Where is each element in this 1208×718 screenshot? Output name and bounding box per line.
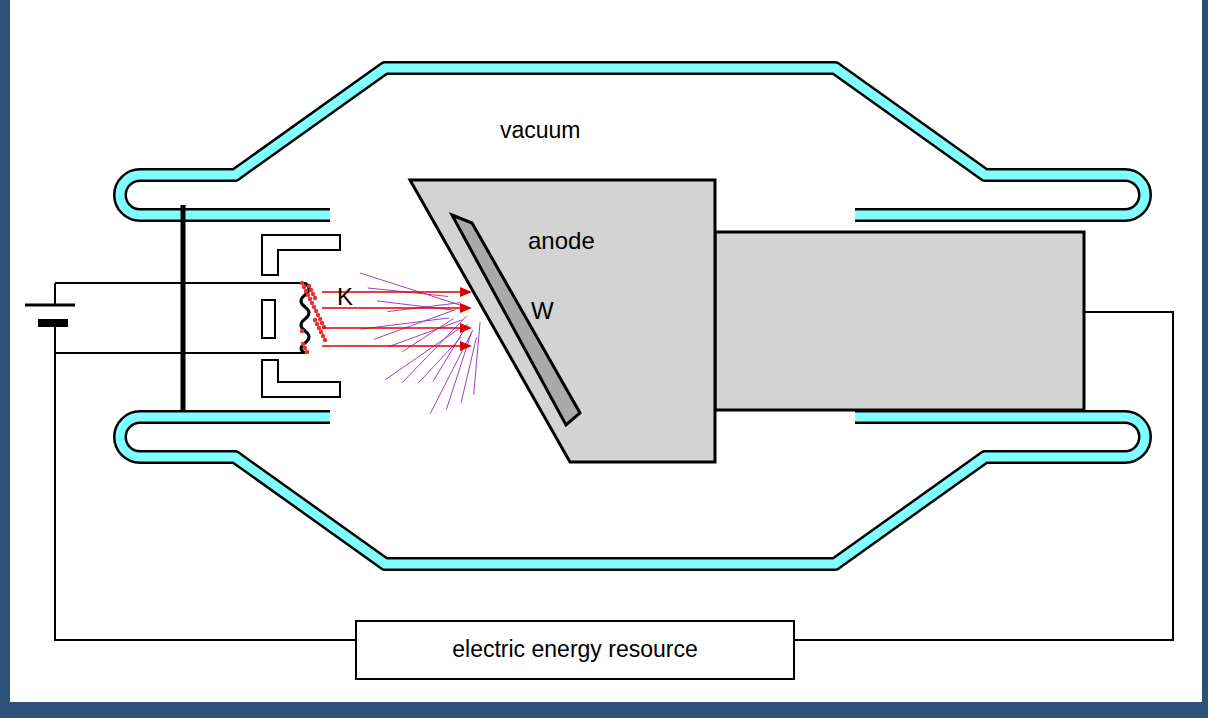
box-label: electric energy resource [452,637,697,662]
xray-ray [377,301,454,310]
electron-dot [302,285,306,289]
electron-dot [316,313,320,317]
arrow-head [460,323,472,333]
electron-dot [307,284,311,288]
electron-dot [309,288,313,292]
electron-path [322,345,462,347]
anode-head [410,180,715,462]
focusing-cup [262,235,340,275]
battery-symbol [25,304,75,307]
xray-ray [360,273,461,305]
part-label: anode [528,228,595,254]
xray-ray [430,330,473,414]
electron-dot [319,330,323,334]
electron-dot [304,289,308,293]
electron-dot [300,329,304,333]
anode-block: anode [410,180,1085,462]
cathode-stem [181,205,186,410]
part-label: W [531,298,554,324]
electron-dot [317,326,321,330]
xray-ray [446,332,471,409]
electron-dot [311,292,315,296]
glass-envelope [120,68,1145,564]
electron-path [322,327,462,329]
electron-dot [305,350,309,354]
electron-dot [300,281,304,285]
part-label: vacuum [500,118,581,143]
electron-dot [314,309,318,313]
battery-wire [54,283,56,305]
electron-dot [310,301,314,305]
battery-symbol [38,319,68,327]
xray-ray [386,328,461,380]
electron-dot [320,321,324,325]
electron-dot [318,317,322,321]
power-supply-box: electric energy resource [355,620,795,680]
electron-dot [301,342,305,346]
electron-dot [315,322,319,326]
xray-ray [402,319,453,352]
electron-dot [303,346,307,350]
xray-ray [374,310,456,340]
electron-dot [323,338,327,342]
anode-shape [410,180,1085,462]
electron-dot [313,296,317,300]
electron-dot [313,318,317,322]
focusing-cup [262,360,340,397]
circuit-wire [55,327,355,640]
electron-dot [321,334,325,338]
electron-dot [308,297,312,301]
anode-rod [715,232,1084,410]
filament-wire [55,352,305,354]
arrow-head [460,341,472,351]
xray-ray [474,322,480,395]
electron-dot [306,293,310,297]
cathode-insulator [262,300,275,338]
xray-rays [360,273,480,414]
filament-wire [55,282,305,284]
electron-dot [312,305,316,309]
arrow-head [460,303,472,313]
part-label: K [337,284,353,310]
